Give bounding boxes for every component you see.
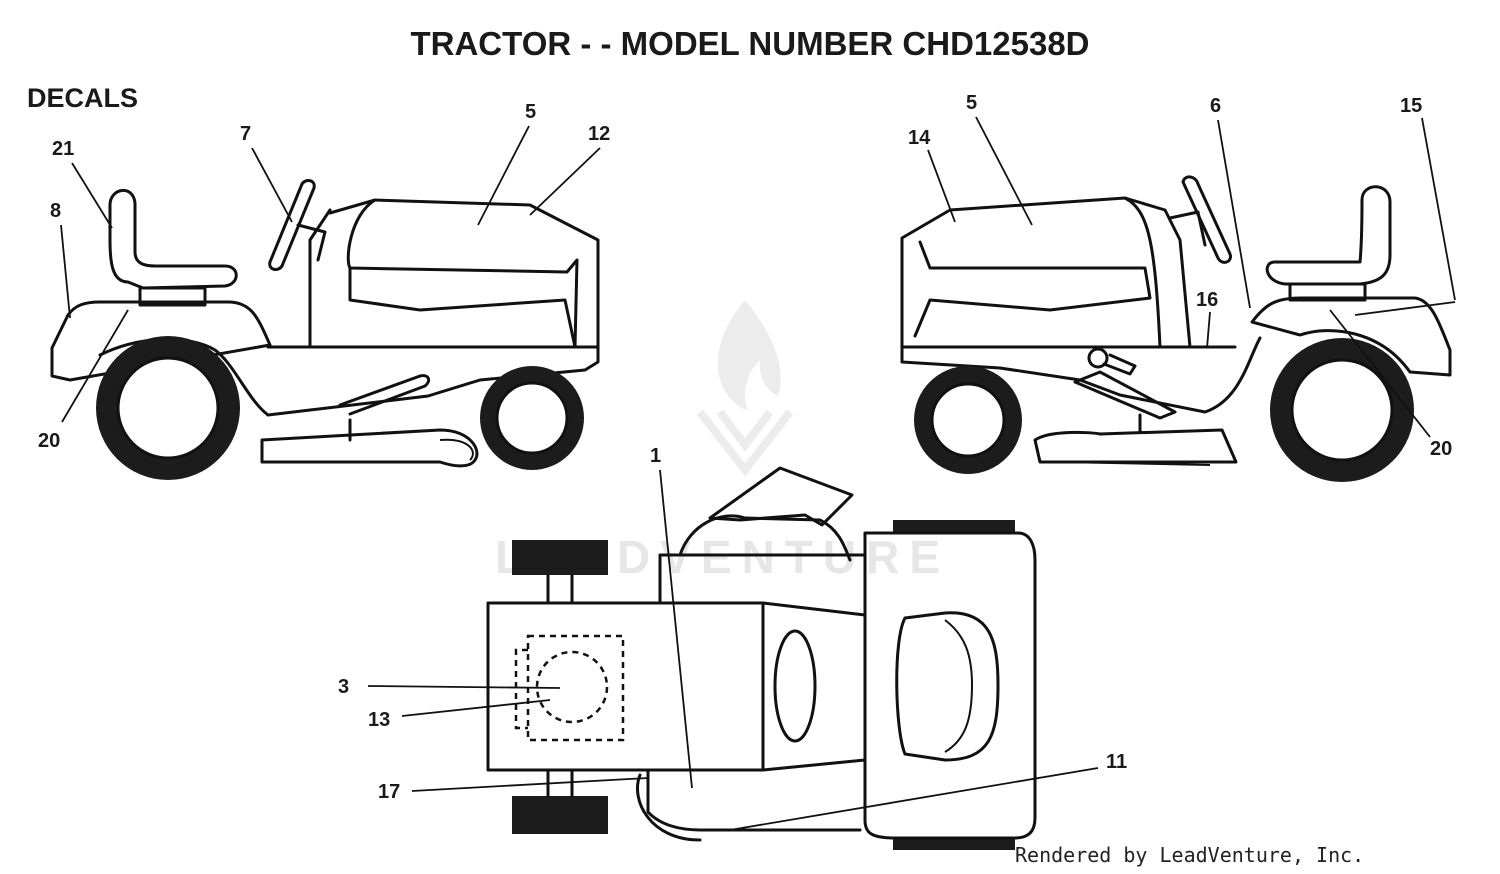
callout-13: 13 [368, 709, 390, 731]
rear-fender [1250, 296, 1452, 377]
seat [108, 189, 238, 290]
leader-13 [401, 699, 551, 717]
seat [1265, 185, 1392, 286]
leader-11 [729, 767, 1099, 831]
seat-base [138, 286, 207, 307]
callout-6: 6 [1210, 95, 1221, 117]
decal-circle-outline [535, 650, 609, 724]
callout-7: 7 [240, 123, 251, 145]
front-wheel-hub [930, 382, 1006, 458]
leader-14 [927, 149, 956, 223]
front-right-tire [893, 838, 1015, 850]
mower-deck [260, 428, 479, 468]
grille [895, 611, 1000, 762]
callout-20-left: 20 [38, 430, 60, 452]
callout-14: 14 [908, 127, 931, 149]
deck-skirt [1059, 461, 1211, 466]
rear-wheel-hub [1290, 358, 1394, 462]
rear-fender [50, 300, 272, 382]
leader-21 [71, 162, 113, 229]
steering-wheel [1181, 175, 1232, 264]
steering-column [296, 223, 327, 262]
leader-5-left [477, 125, 530, 226]
flame-logo-icon [717, 300, 781, 410]
footrest-edge [646, 768, 862, 832]
leader-5-right [975, 116, 1033, 226]
hood [328, 198, 600, 349]
leader-6 [1217, 119, 1251, 309]
callout-3: 3 [338, 676, 349, 698]
hood [900, 196, 1192, 349]
callout-1: 1 [650, 445, 661, 467]
steering-wheel-top [708, 466, 854, 527]
steering-wheel [268, 179, 316, 271]
leader-20-left [61, 309, 129, 423]
callout-16: 16 [1196, 289, 1218, 311]
callout-11: 11 [1106, 751, 1127, 773]
rear-body [486, 601, 765, 772]
dash-panel [268, 208, 332, 349]
rear-right-tire [512, 796, 608, 834]
hood-side-panel [913, 240, 1152, 338]
leader-16 [1206, 311, 1211, 349]
leader-15 [1421, 117, 1456, 301]
seat-base [1288, 282, 1367, 302]
right-view-callouts: 14 5 6 15 16 20 [908, 92, 1456, 460]
leader-20-right [1329, 309, 1431, 438]
leader-8 [60, 224, 71, 319]
leader-1 [659, 469, 693, 789]
render-credit: Rendered by LeadVenture, Inc. [1015, 843, 1364, 867]
footrest-curve [636, 773, 702, 842]
leader-15-b [1354, 301, 1456, 316]
callout-5-right: 5 [966, 92, 977, 114]
axle-stubs [546, 573, 574, 798]
leader-3 [367, 685, 561, 689]
lift-lever-knob [1087, 347, 1109, 369]
deck-chute [439, 438, 474, 461]
leader-12 [529, 147, 601, 216]
callout-21: 21 [52, 138, 74, 160]
hood-side-panel [348, 266, 577, 349]
front-left-tire [893, 520, 1015, 532]
callout-5-left: 5 [525, 101, 536, 123]
pedal [338, 374, 431, 416]
dash-panel [1123, 196, 1162, 349]
section-label: DECALS [27, 83, 138, 113]
mower-deck [1033, 428, 1238, 464]
callout-8: 8 [50, 200, 61, 222]
tractor-left-view [50, 179, 600, 480]
pedal [1073, 370, 1177, 420]
hood-top [863, 531, 1037, 840]
rear-left-tire [512, 540, 608, 575]
left-view-callouts: 21 8 7 5 12 20 [38, 101, 610, 452]
top-view-callouts: 1 3 13 17 11 [338, 445, 1127, 831]
v-logo-icon [696, 409, 794, 477]
lift-lever [1102, 353, 1137, 376]
leader-7 [251, 147, 293, 223]
callout-17: 17 [378, 781, 400, 803]
steering-hub [773, 629, 817, 743]
callout-12: 12 [588, 123, 610, 145]
callout-15: 15 [1400, 95, 1422, 117]
decal-tab-outline [514, 648, 528, 730]
diagram-title: TRACTOR - - MODEL NUMBER CHD12538D [410, 25, 1089, 62]
steering-column [1168, 210, 1207, 247]
leader-17 [411, 777, 649, 792]
tractor-right-view [900, 175, 1452, 482]
front-wheel-hub [495, 381, 569, 455]
grille-inner [944, 619, 974, 753]
callout-20-right: 20 [1430, 438, 1452, 460]
rear-wheel-hub [116, 356, 220, 460]
center-body-top [658, 553, 867, 605]
dash-top [678, 514, 852, 562]
